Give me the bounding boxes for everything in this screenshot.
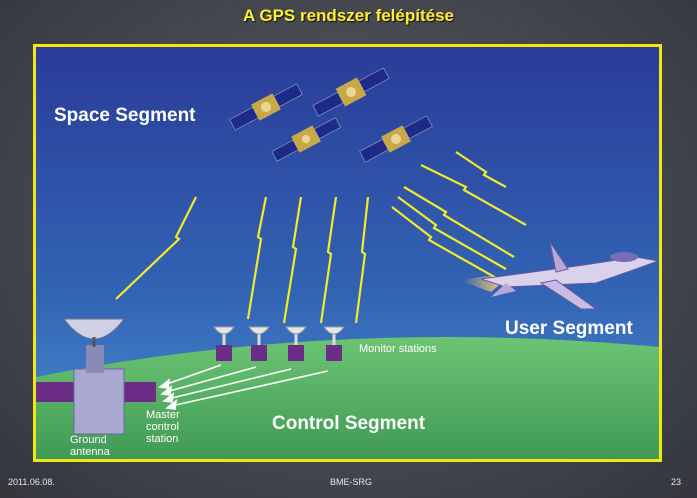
footer-date: 2011.06.08. [8, 477, 55, 487]
master-control-line: control [146, 421, 180, 433]
control-segment-label: Control Segment [272, 413, 425, 435]
ground-antenna-line: antenna [70, 446, 110, 458]
ground-antenna-label: Ground antenna [70, 434, 110, 458]
master-control-line: station [146, 433, 180, 445]
gps-diagram: Space Segment User Segment Control Segme… [33, 44, 662, 462]
master-control-label: Master control station [146, 409, 180, 445]
user-segment-label: User Segment [505, 318, 633, 340]
page-number: 23 [671, 477, 681, 487]
master-control-line: Master [146, 409, 180, 421]
ground-antenna-line: Ground [70, 434, 110, 446]
monitor-stations-label: Monitor stations [359, 343, 437, 355]
slide-title: A GPS rendszer felépítése [0, 6, 697, 26]
footer-center: BME-SRG [330, 477, 372, 487]
space-segment-label: Space Segment [54, 105, 196, 127]
